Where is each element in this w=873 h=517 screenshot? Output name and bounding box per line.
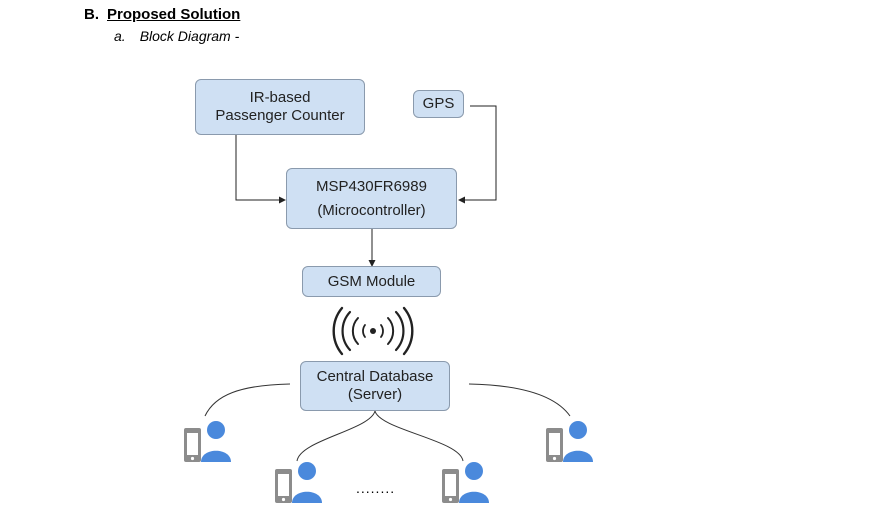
phone-user-icon	[546, 421, 593, 462]
more-users-ellipsis: ........	[356, 480, 396, 496]
server-label-line2: (Server)	[347, 386, 403, 403]
wireless-signal-icon	[332, 306, 414, 356]
server-link-right	[468, 383, 571, 417]
mcu-label-line2: (Microcontroller)	[317, 201, 426, 219]
gps-to-mcu-arrow	[458, 105, 497, 204]
ir-to-mcu-arrow	[235, 135, 286, 204]
ir-counter-label-line2: Passenger Counter	[215, 107, 345, 124]
server-link-mid-right	[374, 410, 464, 462]
phone-user-icon	[442, 462, 489, 503]
subsection-title: Block Diagram -	[139, 28, 240, 44]
gsm-module-block: GSM Module	[302, 266, 441, 297]
central-database-block: Central Database (Server)	[300, 361, 450, 411]
gps-label: GPS	[422, 95, 455, 112]
server-link-left	[204, 383, 291, 417]
mcu-label-line1: MSP430FR6989	[316, 177, 427, 195]
subsection-heading: a. Block Diagram -	[114, 28, 239, 44]
phone-user-icon	[275, 462, 322, 503]
phone-user-icon	[184, 421, 231, 462]
server-label-line1: Central Database	[316, 368, 434, 385]
section-title: Proposed Solution	[107, 6, 241, 23]
ir-counter-label-line1: IR-based	[249, 89, 311, 106]
section-letter: B.	[84, 6, 99, 23]
server-link-mid-left	[296, 410, 376, 462]
gsm-label: GSM Module	[327, 272, 416, 290]
microcontroller-block: MSP430FR6989 (Microcontroller)	[286, 168, 457, 229]
gps-block: GPS	[413, 90, 464, 118]
subsection-letter: a.	[114, 28, 126, 44]
section-heading: B. Proposed Solution	[84, 6, 240, 23]
ir-passenger-counter-block: IR-based Passenger Counter	[195, 79, 365, 135]
